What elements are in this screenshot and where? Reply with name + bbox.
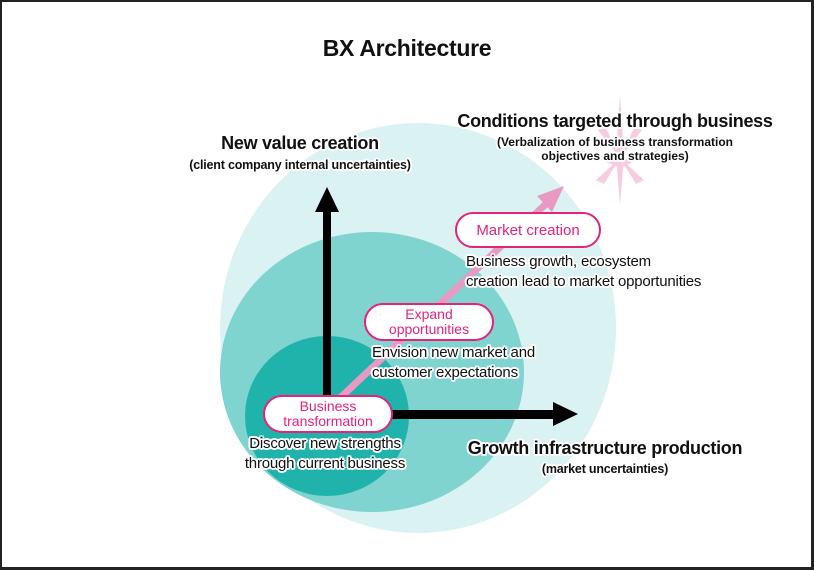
goal-subtitle-line2: objectives and strategies)	[541, 149, 689, 163]
vertical-axis-arrow	[315, 187, 339, 418]
stage-expand-opportunities-label-line1: Expand	[405, 306, 453, 322]
goal-subtitle: (Verbalization of business transformatio…	[470, 135, 760, 163]
stage-business-transformation-pill: Business transformation	[263, 395, 393, 433]
stage-expand-opportunities-pill: Expand opportunities	[364, 303, 494, 341]
stage-business-transformation-desc-line2: through current business	[244, 455, 406, 472]
stage-business-transformation-label-line2: transformation	[283, 413, 373, 429]
stage-business-transformation-desc-line1: Discover new strengths	[249, 435, 401, 452]
horizontal-axis-title: Growth infrastructure production	[467, 438, 743, 458]
stage-expand-opportunities-desc-line2: customer expectations	[372, 364, 518, 381]
vertical-axis-title: New value creation	[221, 133, 379, 153]
stage-expand-opportunities-desc-line1: Envision new market and	[372, 344, 535, 361]
goal-title: Conditions targeted through business	[457, 111, 773, 131]
horizontal-axis-subtitle: (market uncertainties)	[541, 462, 669, 476]
stage-market-creation-pill: Market creation	[455, 212, 601, 248]
vertical-axis-subtitle: (client company internal uncertainties)	[189, 158, 411, 172]
sparkle-star-icon	[580, 95, 660, 205]
stage-expand-opportunities-description: Envision new market and customer expecta…	[372, 343, 602, 383]
page-title: BX Architecture	[322, 35, 492, 61]
stage-business-transformation-label-line1: Business	[299, 398, 357, 414]
stage-market-creation-description: Business growth, ecosystem creation lead…	[466, 252, 786, 292]
stage-market-creation-label: Market creation	[476, 221, 580, 239]
horizontal-axis-arrow	[330, 402, 578, 426]
stage-market-creation-desc-line1: Business growth, ecosystem	[466, 253, 651, 270]
stage-business-transformation-description: Discover new strengths through current b…	[215, 434, 435, 474]
goal-subtitle-line1: (Verbalization of business transformatio…	[496, 135, 734, 149]
stage-market-creation-desc-line2: creation lead to market opportunities	[466, 273, 702, 290]
stage-expand-opportunities-label-line2: opportunities	[388, 321, 470, 337]
